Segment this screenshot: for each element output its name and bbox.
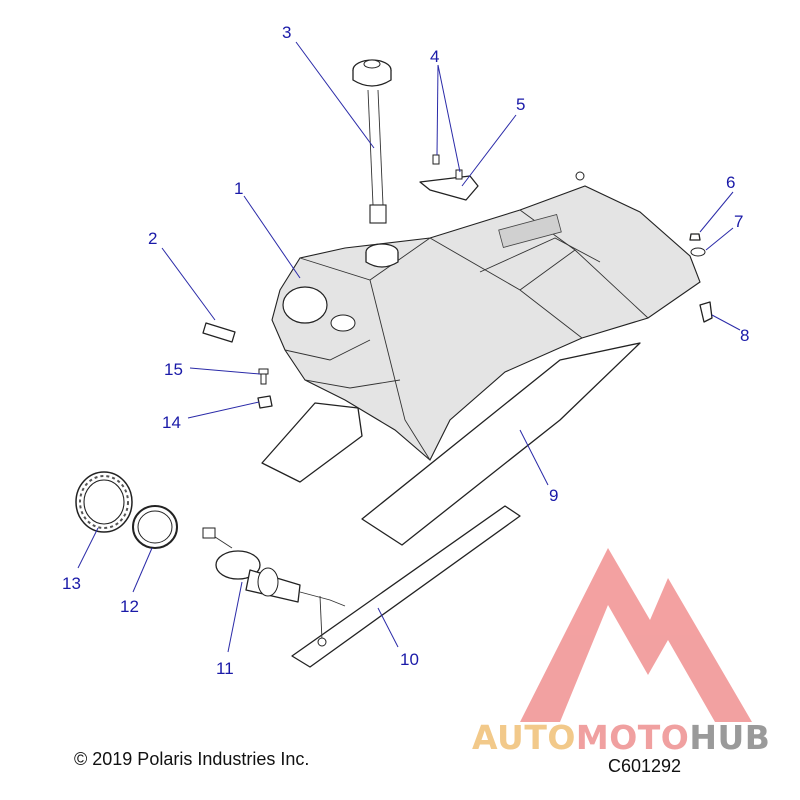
- bolt-15: [258, 368, 269, 385]
- fuel-pump: [202, 527, 346, 647]
- tank-pad-right: [361, 342, 641, 546]
- clip-8: [699, 301, 713, 323]
- callout-1: 1: [234, 179, 243, 198]
- watermark-moto: MOTO: [575, 718, 690, 757]
- callout-7: 7: [734, 212, 743, 231]
- washer-7: [690, 247, 706, 257]
- callout-12: 12: [120, 597, 139, 616]
- callout-4: 4: [430, 47, 439, 66]
- callout-labels: 1 2 3 4 5 6 7 8 9 10 11 12 13 14 15: [62, 23, 749, 678]
- watermark-hub: HUB: [689, 718, 771, 757]
- watermark-text: AUTOMOTOHUB: [472, 718, 770, 757]
- leader-lines: [77, 41, 741, 653]
- strap-pad: [291, 505, 521, 668]
- fuel-tank: [271, 171, 701, 461]
- callout-5: 5: [516, 95, 525, 114]
- clip-14: [257, 395, 273, 409]
- callout-11: 11: [216, 659, 234, 678]
- callout-8: 8: [740, 326, 749, 345]
- callout-13: 13: [62, 574, 81, 593]
- callout-9: 9: [549, 486, 558, 505]
- callout-3: 3: [282, 23, 291, 42]
- watermark-auto: AUTO: [472, 718, 576, 757]
- tank-pad-left: [261, 402, 363, 483]
- callout-10: 10: [400, 650, 419, 669]
- lock-ring-13: [75, 471, 133, 533]
- seal-12: [132, 505, 178, 549]
- copyright-notice: © 2019 Polaris Industries Inc.: [74, 749, 310, 769]
- callout-14: 14: [162, 413, 181, 432]
- figure-number: C601292: [608, 756, 682, 776]
- mounting-bracket: [419, 154, 479, 201]
- fuel-sender: [352, 59, 392, 224]
- nut-6: [689, 233, 701, 241]
- callout-6: 6: [726, 173, 735, 192]
- watermark-logo: [520, 548, 752, 722]
- callout-15: 15: [164, 360, 183, 379]
- callout-2: 2: [148, 229, 157, 248]
- foam-pad-2: [202, 322, 236, 343]
